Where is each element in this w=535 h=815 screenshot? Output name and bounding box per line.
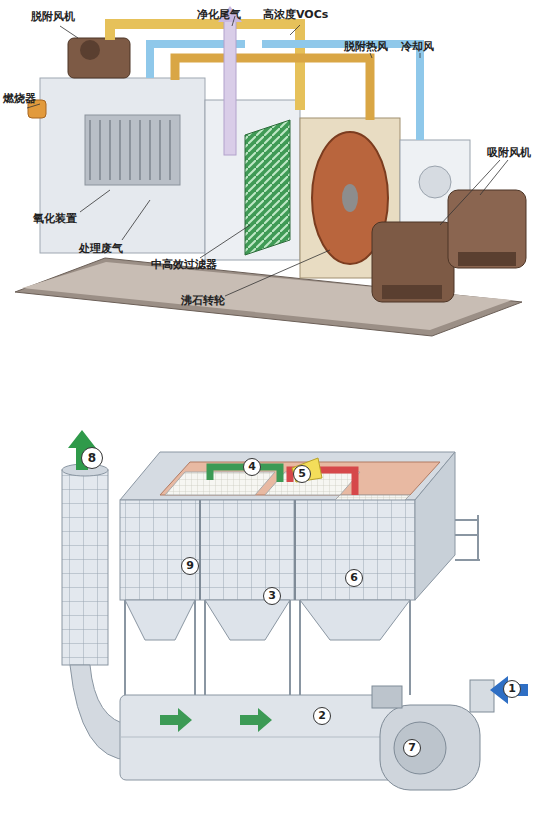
adsorption-fan bbox=[448, 190, 526, 268]
callout-number: 5 bbox=[293, 465, 311, 483]
burner bbox=[292, 458, 322, 482]
part-label: 中高效过滤器 bbox=[150, 258, 218, 271]
duct-opening bbox=[419, 166, 451, 198]
fan-housing bbox=[380, 705, 480, 790]
part-label: 冷却风 bbox=[400, 40, 435, 53]
filter-housing bbox=[205, 100, 300, 260]
callout-number: 4 bbox=[243, 458, 261, 476]
flow-arrow bbox=[240, 708, 272, 732]
part-label: 沸石转轮 bbox=[180, 294, 226, 307]
cooling-pipe bbox=[262, 44, 420, 140]
callout-number: 7 bbox=[403, 739, 421, 757]
flow-arrow bbox=[160, 708, 192, 732]
lower-duct bbox=[120, 695, 400, 780]
adsorption-fan bbox=[372, 222, 454, 302]
callout-number: 3 bbox=[263, 587, 281, 605]
callout-number: 6 bbox=[345, 569, 363, 587]
heater-fins bbox=[90, 120, 170, 180]
inlet-pipe bbox=[470, 680, 494, 712]
part-label: 氧化装置 bbox=[32, 212, 78, 225]
fan-wheel bbox=[394, 722, 446, 774]
oxidation-device bbox=[40, 78, 205, 253]
leader-lines bbox=[27, 16, 508, 296]
fan-motor bbox=[372, 686, 402, 708]
heater-block bbox=[85, 115, 180, 185]
duct-seam bbox=[120, 737, 400, 738]
callout-number: 2 bbox=[313, 707, 331, 725]
callout-number: 1 bbox=[503, 680, 521, 698]
hopper bbox=[300, 600, 410, 640]
rto-side bbox=[415, 452, 455, 600]
desorption-fan bbox=[68, 38, 130, 78]
hopper bbox=[205, 600, 290, 640]
rotor-hub bbox=[342, 184, 358, 212]
part-label: 脱附热风 bbox=[343, 40, 389, 53]
part-label: 高浓度VOCs bbox=[262, 8, 329, 21]
legs bbox=[125, 600, 410, 695]
part-label: 处理废气 bbox=[78, 242, 124, 255]
callout-number: 8 bbox=[81, 447, 103, 469]
filter-panel bbox=[245, 120, 290, 255]
ceramic-bed bbox=[165, 472, 275, 495]
part-label: 吸附风机 bbox=[486, 146, 532, 159]
rto-front bbox=[120, 500, 415, 600]
rto-top bbox=[120, 452, 455, 500]
part-label: 燃烧器 bbox=[2, 92, 37, 105]
zeolite-rotor-system bbox=[15, 6, 526, 336]
fan-base bbox=[458, 252, 516, 266]
stack bbox=[62, 470, 108, 665]
hot-air-pipe bbox=[175, 58, 370, 120]
clean-exhaust bbox=[224, 20, 236, 155]
combustion-chamber bbox=[160, 462, 440, 495]
fan-motor bbox=[80, 40, 100, 60]
rto-system bbox=[62, 430, 528, 790]
hopper bbox=[125, 600, 195, 640]
chamber-divider bbox=[200, 500, 295, 600]
voc-pipe bbox=[110, 24, 300, 110]
callout-number: 9 bbox=[181, 557, 199, 575]
part-label: 净化尾气 bbox=[196, 8, 242, 21]
handrail bbox=[455, 515, 480, 560]
fan-base bbox=[382, 285, 442, 299]
inlet-arrow bbox=[490, 676, 528, 704]
part-label: 脱附风机 bbox=[30, 10, 76, 23]
